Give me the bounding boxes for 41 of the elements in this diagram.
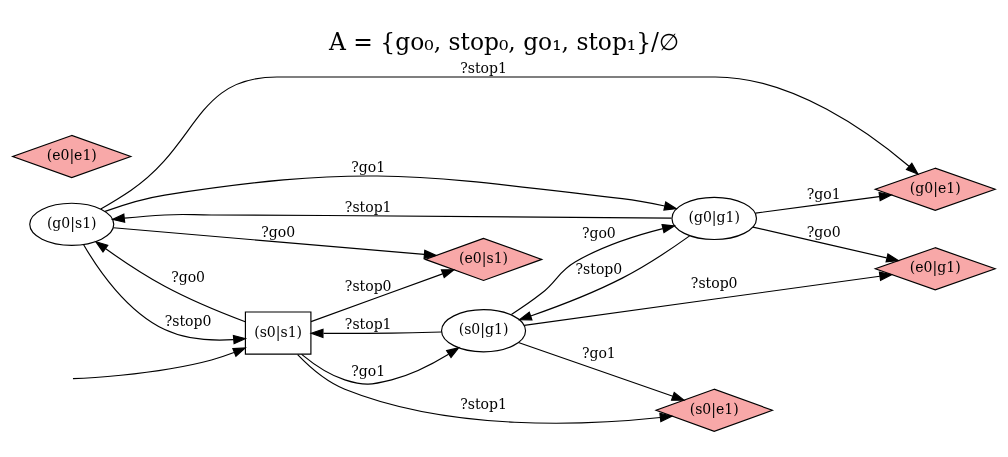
arrow xyxy=(754,191,893,214)
arrow xyxy=(517,341,686,401)
arrow xyxy=(110,212,673,223)
node-diamond: (g0|e1) xyxy=(873,167,997,211)
edge-label: ?stop0 xyxy=(344,277,392,294)
edge-label: ?go1 xyxy=(806,185,841,202)
arrow xyxy=(301,346,461,385)
arrow xyxy=(523,270,894,326)
arrow xyxy=(112,226,438,259)
arrow xyxy=(517,234,691,320)
arrow xyxy=(310,268,456,322)
arrow xyxy=(104,174,678,212)
arrow xyxy=(309,327,443,338)
edge-label: ?stop0 xyxy=(690,274,738,291)
edge-label: ?go1 xyxy=(581,344,616,361)
arrow xyxy=(72,346,247,379)
edge-label: ?go0 xyxy=(581,224,616,241)
arrow xyxy=(94,240,246,322)
edge-label: ?stop1 xyxy=(460,395,507,412)
arrow xyxy=(752,226,901,263)
edge-label: ?go0 xyxy=(171,268,206,285)
edge-label: ?go0 xyxy=(806,223,841,240)
node-box: (s0|s1) xyxy=(244,310,312,355)
node-diamond: (e0|g1) xyxy=(873,246,997,290)
edge-label: ?stop1 xyxy=(344,315,392,332)
arrow xyxy=(100,75,920,210)
node-ellipse: (g0|g1) xyxy=(671,196,758,240)
edge-label: ?go1 xyxy=(351,362,386,379)
arrow xyxy=(510,223,677,315)
edge-label: ?stop1 xyxy=(344,198,392,215)
edge-label: ?stop1 xyxy=(460,59,507,76)
node-ellipse: (g0|s1) xyxy=(29,202,115,246)
edge-label: ?stop0 xyxy=(575,260,623,277)
edge-label: ?stop0 xyxy=(164,312,212,329)
arrow xyxy=(297,353,674,424)
diagram-title: A = {go₀, stop₀, go₁, stop₁}/∅ xyxy=(329,27,679,56)
arrow xyxy=(83,243,248,345)
node-ellipse: (s0|g1) xyxy=(440,308,527,352)
edge-label: ?go1 xyxy=(351,158,386,175)
node-diamond: (e0|e1) xyxy=(10,134,133,178)
edge-label: ?go0 xyxy=(261,223,296,240)
